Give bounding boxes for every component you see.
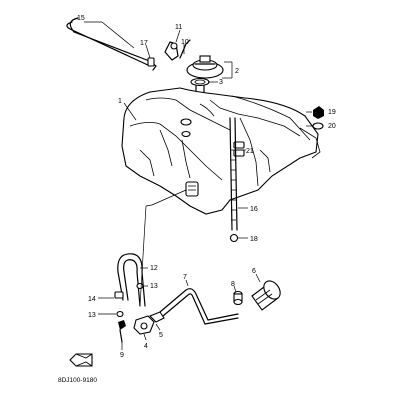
callout-19: 19 bbox=[328, 109, 336, 116]
callout-14: 14 bbox=[88, 296, 96, 303]
callout-1: 1 bbox=[118, 98, 122, 105]
vent-hose bbox=[229, 117, 238, 231]
callout-5: 5 bbox=[159, 332, 163, 339]
callout-16: 16 bbox=[250, 206, 258, 213]
hose-clips bbox=[116, 282, 144, 318]
fuel-hose bbox=[117, 253, 146, 307]
tank-clamp bbox=[233, 141, 245, 157]
callout-21: 21 bbox=[246, 148, 254, 155]
callout-3: 3 bbox=[219, 79, 223, 86]
fuel-cap bbox=[186, 55, 224, 79]
tank-bracket bbox=[164, 39, 191, 61]
callout-labels: 1 2 3 4 5 6 7 8 9 10 11 12 13 13 14 15 1… bbox=[77, 15, 336, 359]
callout-13b: 13 bbox=[88, 312, 96, 319]
callout-8: 8 bbox=[231, 281, 235, 288]
callout-15: 15 bbox=[77, 15, 85, 22]
diagram-code: 8DJ100-9180 bbox=[58, 377, 97, 384]
callout-7: 7 bbox=[183, 274, 187, 281]
callout-6: 6 bbox=[252, 268, 256, 275]
callout-2: 2 bbox=[235, 68, 239, 75]
callout-18: 18 bbox=[250, 236, 258, 243]
callout-13a: 13 bbox=[150, 283, 158, 290]
callout-10: 10 bbox=[181, 39, 189, 46]
grommet bbox=[229, 233, 239, 243]
fuel-cock bbox=[133, 311, 165, 335]
cock-screw bbox=[118, 320, 126, 343]
callout-12: 12 bbox=[150, 265, 158, 272]
callout-4: 4 bbox=[144, 343, 148, 350]
callout-20: 20 bbox=[328, 123, 336, 130]
pipe-bush bbox=[233, 290, 243, 306]
front-direction-arrow-icon bbox=[69, 353, 93, 367]
fuel-filter bbox=[251, 280, 281, 311]
callout-17: 17 bbox=[140, 40, 148, 47]
hose-clip-lower bbox=[114, 291, 124, 299]
mount-bolt bbox=[312, 106, 324, 130]
fuel-tank bbox=[121, 87, 321, 215]
fuel-pipe bbox=[159, 288, 239, 325]
callout-9: 9 bbox=[120, 352, 124, 359]
hose-clip bbox=[147, 57, 155, 67]
leader-lines bbox=[84, 21, 313, 350]
callout-11: 11 bbox=[175, 24, 182, 31]
